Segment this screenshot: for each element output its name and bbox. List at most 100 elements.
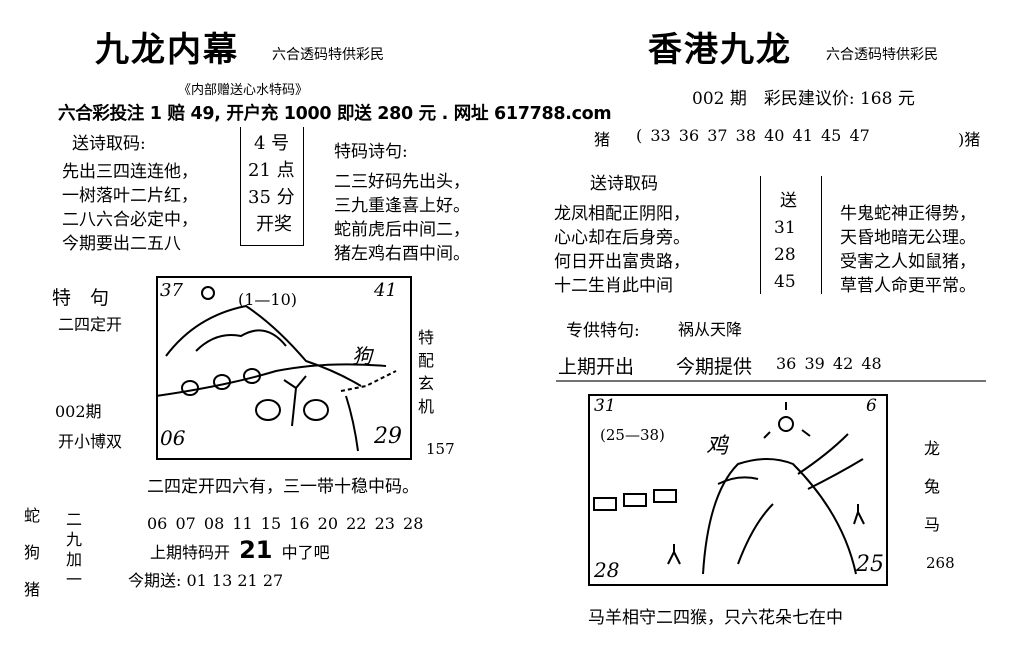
draw-hour: 21 点 bbox=[248, 160, 295, 181]
road-line-icon bbox=[155, 363, 387, 397]
right-poem-line: 心心却在后身旁。 bbox=[554, 228, 690, 248]
zodiac-char: 蛇 bbox=[24, 506, 41, 525]
right-poem-line: 何日开出富贵路， bbox=[554, 252, 690, 272]
draw-time-box bbox=[240, 127, 304, 246]
right-panel-top-right-number: 6 bbox=[866, 396, 877, 416]
last-prefix: 上期特码开 bbox=[150, 543, 231, 562]
zodiac-char: 猪 bbox=[24, 580, 41, 599]
sprout-icon bbox=[667, 544, 681, 565]
right-poem-line: 十二生肖此中间 bbox=[554, 276, 673, 296]
tema-poem-line: 蛇前虎后中间二， bbox=[334, 220, 470, 240]
left-poem-line: 一树落叶二片红， bbox=[62, 186, 198, 206]
last-suffix: 中了吧 bbox=[281, 543, 330, 562]
right-panel-word: 鸡 bbox=[706, 434, 729, 459]
last-open-label: 上期开出 bbox=[558, 356, 635, 378]
right-panel-bottom-left-number: 28 bbox=[594, 558, 620, 582]
right-poem-line: 草菅人命更平常。 bbox=[840, 276, 976, 296]
ad-line: 六合彩投注 1 赔 49, 开户充 1000 即送 280 元 . 网址 617… bbox=[58, 104, 612, 124]
right-poem-line: 牛鬼蛇神正得势， bbox=[840, 204, 976, 224]
right-panel-top-left-number: 31 bbox=[594, 396, 616, 416]
column-char: 加 bbox=[66, 550, 83, 569]
left-title: 九龙内幕 bbox=[95, 30, 239, 70]
rock-crack-icon bbox=[737, 503, 774, 565]
right-panel-range: (25—38) bbox=[600, 426, 665, 444]
stone-icon bbox=[213, 374, 231, 390]
column-char: 九 bbox=[66, 530, 83, 549]
numbers-line: 06 07 08 11 15 16 20 22 23 28 bbox=[147, 514, 424, 533]
mountain-line-icon bbox=[165, 304, 362, 387]
left-poem-line: 二八六合必定中， bbox=[62, 210, 198, 230]
zodiac-char: 狗 bbox=[24, 543, 41, 562]
special-label: 专供特句: bbox=[566, 321, 640, 341]
draw-day: 4 号 bbox=[254, 133, 290, 154]
side-zodiac-char: 马 bbox=[924, 515, 941, 534]
ershijiu-column: 二 九 加 一 bbox=[66, 510, 82, 590]
hill-line-icon bbox=[195, 329, 287, 352]
teju-text: 二四定开 bbox=[58, 315, 123, 334]
side-char: 特 bbox=[418, 328, 435, 347]
left-poem: 先出三四连连他， 一树落叶二片红， 二八六合必定中， 今期要出二五八 bbox=[62, 160, 198, 256]
special-text: 祸从天降 bbox=[678, 320, 743, 339]
rock-line-icon bbox=[717, 476, 759, 485]
left-panel-bottom-left-number: 06 bbox=[160, 426, 186, 450]
right-side-number: 268 bbox=[926, 554, 955, 572]
today-offer-label: 今期提供 bbox=[676, 356, 753, 378]
left-side-number: 157 bbox=[426, 440, 455, 458]
left-issue: 002期 bbox=[55, 402, 102, 421]
plank-icon bbox=[593, 497, 617, 511]
left-panel-word: 狗 bbox=[352, 344, 372, 368]
send-box bbox=[760, 176, 822, 294]
stone-icon bbox=[181, 380, 199, 396]
zodiac-column: 蛇 狗 猪 bbox=[24, 497, 40, 608]
left-panel-range: (1—10) bbox=[238, 290, 298, 309]
left-subtitle: 六合透码特供彩民 bbox=[272, 47, 384, 63]
tema-poem-line: 二三好码先出头， bbox=[334, 172, 470, 192]
side-char: 玄 bbox=[418, 374, 435, 393]
left-panel-top-left-number: 37 bbox=[160, 280, 183, 301]
left-panel-bottom-right-number: 29 bbox=[374, 424, 402, 449]
stone-icon bbox=[243, 368, 261, 384]
draw-time: 4 号 21 点 35 分 开奖 bbox=[248, 130, 295, 238]
right-poem-right: 牛鬼蛇神正得势， 天昏地暗无公理。 受害之人如鼠猪， 草菅人命更平常。 bbox=[840, 202, 976, 298]
last-period-line: 上期特码开 21 中了吧 bbox=[150, 536, 330, 564]
column-char: 一 bbox=[66, 570, 83, 589]
issue-hint: 开小博双 bbox=[58, 432, 123, 451]
side-char: 机 bbox=[418, 397, 435, 416]
fence-icon bbox=[340, 370, 397, 392]
flower-stem-icon bbox=[283, 375, 307, 427]
right-side-zodiac: 龙 兔 马 bbox=[924, 430, 940, 544]
pig-line-start: 猪 bbox=[594, 130, 611, 149]
tema-poem-line: 三九重逢喜上好。 bbox=[334, 196, 470, 216]
left-panel-top-right-number: 41 bbox=[374, 280, 397, 301]
column-char: 二 bbox=[66, 510, 83, 529]
right-poem-line: 龙凤相配正阴阳， bbox=[554, 204, 690, 224]
scan-artifact-rule bbox=[556, 380, 986, 382]
grass-line-icon bbox=[797, 433, 864, 490]
river-icon bbox=[345, 395, 359, 452]
sun-icon bbox=[201, 286, 215, 300]
side-zodiac-char: 龙 bbox=[924, 439, 941, 458]
internal-note: 《内部赠送心水特码》 bbox=[178, 83, 309, 98]
pig-line-end: )猪 bbox=[958, 130, 981, 149]
right-poem-line: 受害之人如鼠猪， bbox=[840, 252, 976, 272]
right-poem-line: 天昏地暗无公理。 bbox=[840, 228, 976, 248]
sun-icon bbox=[778, 416, 794, 432]
last-number: 21 bbox=[239, 536, 273, 564]
side-zodiac-char: 兔 bbox=[924, 477, 941, 496]
left-panel-drawing bbox=[155, 286, 397, 452]
plank-icon bbox=[653, 489, 677, 503]
send-number: 28 bbox=[774, 245, 796, 265]
right-panel-drawing bbox=[593, 402, 865, 575]
left-poem-label: 送诗取码: bbox=[72, 134, 146, 154]
rock-cliff-icon bbox=[702, 458, 857, 575]
send-number: 45 bbox=[774, 272, 796, 292]
right-picture-panel bbox=[588, 394, 888, 586]
bottom-line: 马羊相守二四猴，只六花朵七在中 bbox=[588, 608, 843, 628]
pig-numbers: ( 33 36 37 38 40 41 45 47 bbox=[636, 126, 870, 145]
right-issue-line: 002 期 彩民建议价: 168 元 bbox=[692, 89, 915, 109]
left-poem-line: 先出三四连连他， bbox=[62, 162, 198, 182]
hint-line: 二四定开四六有，三一带十稳中码。 bbox=[147, 477, 419, 497]
draw-minute: 35 分 bbox=[248, 187, 295, 208]
right-poem-left: 龙凤相配正阴阳， 心心却在后身旁。 何日开出富贵路， 十二生肖此中间 bbox=[554, 202, 690, 298]
